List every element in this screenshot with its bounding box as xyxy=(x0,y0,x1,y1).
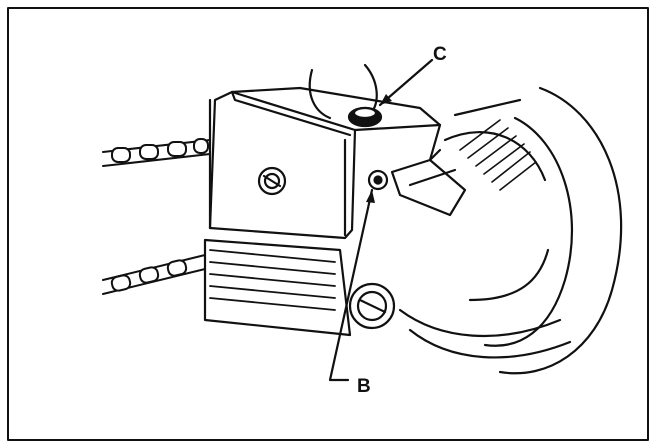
adjusting-screw xyxy=(367,169,389,191)
front-handle xyxy=(398,308,562,338)
bar-nut xyxy=(257,166,287,196)
figure-border xyxy=(7,7,649,441)
rear-handle xyxy=(498,86,623,375)
leader-b xyxy=(328,188,374,382)
engine-dome xyxy=(308,68,332,120)
cover-ribs xyxy=(209,249,336,311)
cooling-fins xyxy=(459,119,537,191)
saw-chain-lower xyxy=(102,254,206,295)
callout-label-b: B xyxy=(357,376,371,397)
saw-chain-upper xyxy=(102,138,211,167)
callout-label-c: C xyxy=(433,44,447,65)
screwdriver xyxy=(390,158,467,217)
